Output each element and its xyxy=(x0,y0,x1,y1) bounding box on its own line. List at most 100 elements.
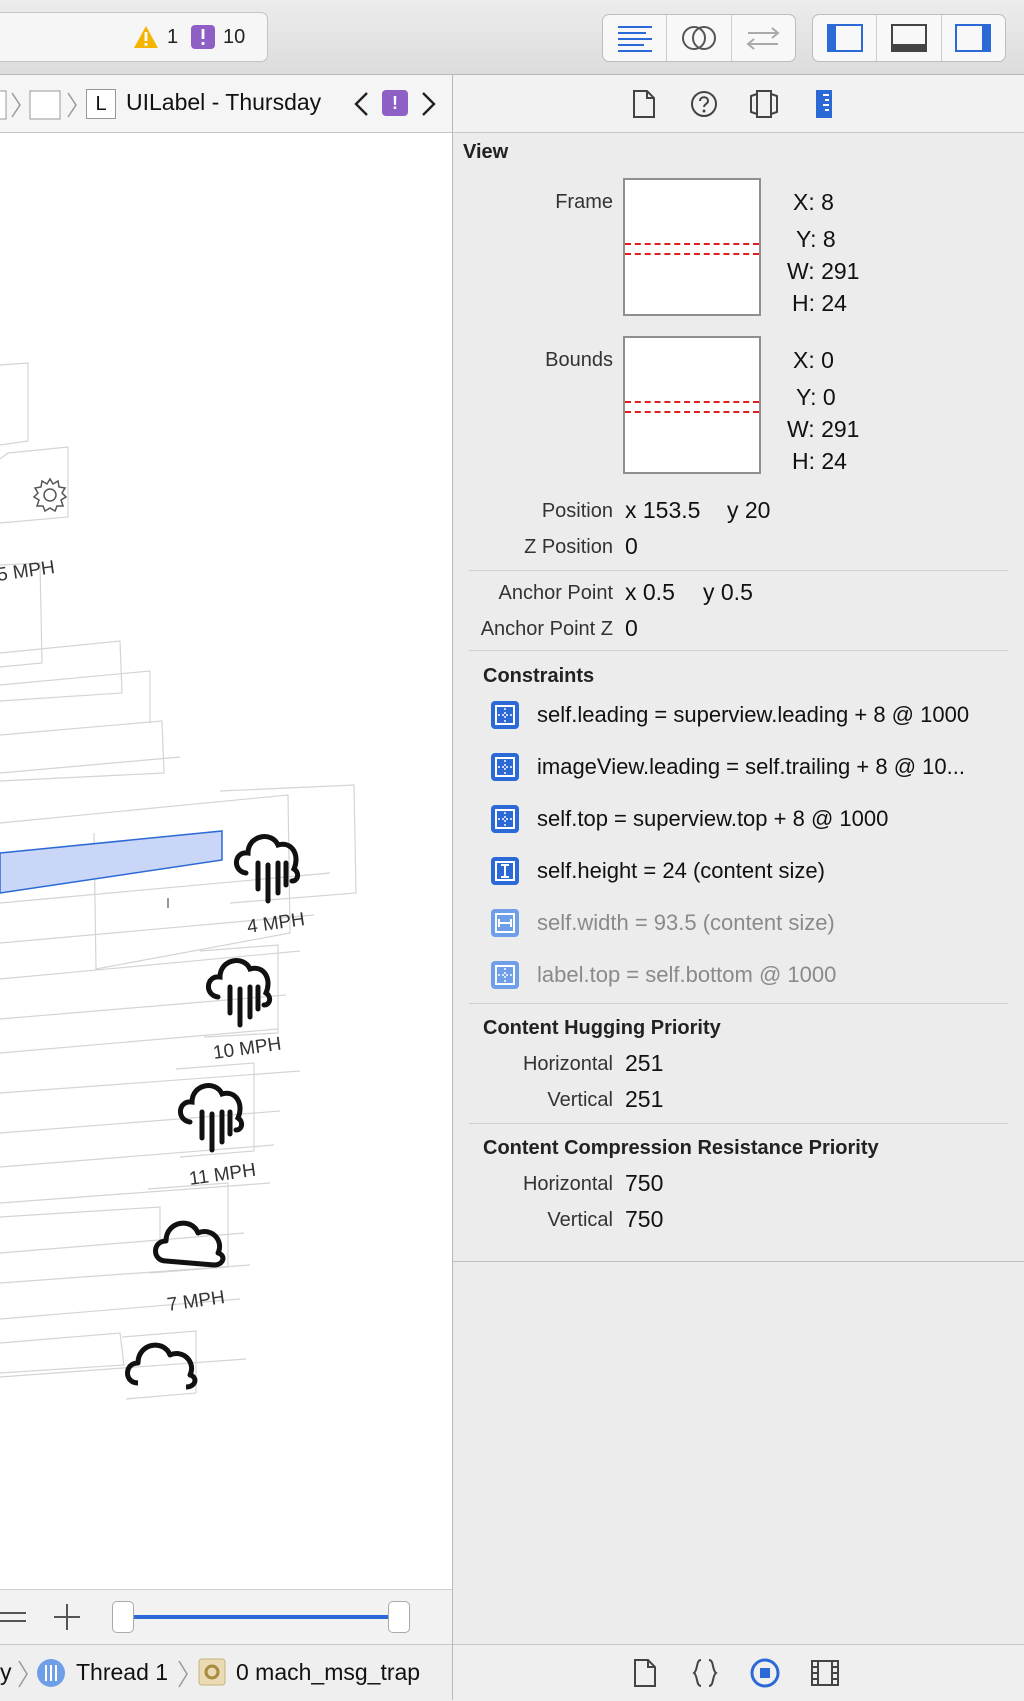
quick-help-tab[interactable] xyxy=(689,89,719,119)
anchor-point-x: x 0.5 xyxy=(625,579,675,605)
editor-mode-group xyxy=(602,14,796,62)
curly-braces-icon xyxy=(692,1659,718,1687)
rain-cloud-icon xyxy=(206,958,273,1028)
debug-bar: y Thread 1 0 mach_msg_trap xyxy=(0,1644,452,1701)
chevron-left-icon[interactable] xyxy=(352,91,372,117)
object-library-circle-icon xyxy=(750,1658,780,1688)
constraint-row[interactable]: self.height = 24 (content size) xyxy=(491,853,825,889)
jump-bar: L UILabel - Thursday ! xyxy=(0,75,452,133)
warning-icon xyxy=(134,26,158,48)
range-slider-max-handle[interactable] xyxy=(388,1601,410,1633)
range-slider-track[interactable] xyxy=(116,1615,406,1619)
chevron-right-icon[interactable] xyxy=(418,91,438,117)
warning-indicator[interactable]: 1 xyxy=(133,25,178,49)
divider xyxy=(469,570,1008,571)
constraints-section-title: Constraints xyxy=(483,665,595,687)
anchor-point-z-value: 0 xyxy=(625,615,638,641)
divider xyxy=(469,1123,1008,1124)
thread-icon xyxy=(37,1659,65,1687)
bounds-label: Bounds xyxy=(545,349,613,371)
position-label: Position xyxy=(541,500,613,522)
constraint-row[interactable]: imageView.leading = self.trailing + 8 @ … xyxy=(491,749,965,785)
compression-horizontal-label: Horizontal xyxy=(522,1173,613,1195)
divider xyxy=(469,650,1008,651)
file-inspector-tab[interactable] xyxy=(629,89,659,119)
object-inspector-tab[interactable] xyxy=(749,89,779,119)
activity-status-bar[interactable]: 1 10 xyxy=(0,12,268,62)
mph-label: 11 MPH xyxy=(188,1160,258,1190)
venn-circles-icon xyxy=(681,26,716,50)
chevron-right-icon xyxy=(178,1660,188,1688)
stack-frame-gear-icon xyxy=(198,1658,226,1686)
code-snippet-library-tab[interactable] xyxy=(689,1657,721,1689)
chevron-right-icon xyxy=(18,1660,28,1688)
constraint-pin-icon xyxy=(491,805,519,833)
constraint-text: self.width = 93.5 (content size) xyxy=(537,910,835,935)
divider xyxy=(469,1003,1008,1004)
warning-count: 1 xyxy=(167,25,179,48)
frame-w: W: 291 xyxy=(787,258,860,284)
file-template-library-tab[interactable] xyxy=(629,1657,661,1689)
range-slider-min-handle[interactable] xyxy=(112,1601,134,1633)
compression-vertical-value: 750 xyxy=(625,1206,664,1232)
frame-y: Y: 8 xyxy=(796,226,836,252)
toggle-navigator-button[interactable] xyxy=(813,15,878,61)
plus-icon[interactable] xyxy=(52,1602,82,1632)
compression-resistance-title: Content Compression Resistance Priority xyxy=(483,1137,879,1159)
size-inspector-tab[interactable] xyxy=(809,89,839,119)
media-library-tab[interactable] xyxy=(809,1657,841,1689)
constraint-text: self.top = superview.top + 8 @ 1000 xyxy=(537,806,889,831)
assistant-editor-button[interactable] xyxy=(667,15,732,61)
constraint-text: label.top = self.bottom @ 1000 xyxy=(537,962,837,987)
panel-divider[interactable] xyxy=(452,75,453,1700)
bottom-panel-icon xyxy=(890,24,927,52)
standard-editor-button[interactable] xyxy=(603,15,668,61)
right-panel-icon xyxy=(955,24,992,52)
constraint-text: imageView.leading = self.trailing + 8 @ … xyxy=(537,754,965,779)
stack-frame-label[interactable]: 0 mach_msg_trap xyxy=(236,1659,421,1685)
view-hierarchy-canvas[interactable]: 5 MPH 4 MPH 10 MPH 11 MPH 7 MPH xyxy=(0,133,452,1589)
breadcrumb-path[interactable] xyxy=(0,89,120,121)
constraint-row[interactable]: self.top = superview.top + 8 @ 1000 xyxy=(491,801,888,837)
object-library-tab[interactable] xyxy=(749,1657,781,1689)
cloud-icon xyxy=(153,1220,226,1268)
hugging-horizontal-value: 251 xyxy=(625,1050,664,1076)
zoom-out-icon[interactable] xyxy=(0,1606,28,1628)
constraint-row[interactable]: label.top = self.bottom @ 1000 xyxy=(491,957,836,993)
issue-navigator-icon[interactable]: ! xyxy=(382,90,408,116)
breadcrumb-title[interactable]: UILabel - Thursday xyxy=(126,89,322,115)
height-constraint-icon xyxy=(491,857,519,885)
size-inspector: View Frame X: 8 Y: 8 W: 291 H: 24 Bounds… xyxy=(453,133,1024,1644)
toggle-debug-area-button[interactable] xyxy=(877,15,942,61)
mph-label: 4 MPH xyxy=(246,909,306,938)
constraint-pin-icon xyxy=(491,701,519,729)
anchor-point-label: Anchor Point xyxy=(498,582,613,604)
left-panel-icon xyxy=(826,24,863,52)
position-y: y 20 xyxy=(727,497,771,523)
version-editor-button[interactable] xyxy=(732,15,795,61)
thread-label[interactable]: Thread 1 xyxy=(76,1659,169,1685)
selected-uilabel[interactable] xyxy=(0,830,223,894)
gear-icon xyxy=(32,477,68,513)
frame-x: X: 8 xyxy=(793,189,834,215)
bounds-diagram xyxy=(623,336,761,474)
issue-indicator[interactable]: 10 xyxy=(191,25,245,49)
uilabel-type-icon: L xyxy=(86,89,116,119)
debug-breadcrumb-prefix[interactable]: y xyxy=(0,1659,12,1685)
divider xyxy=(453,1261,1024,1262)
frame-diagram xyxy=(623,178,761,316)
rain-cloud-icon xyxy=(178,1083,245,1153)
exploded-view-layers[interactable]: 5 MPH 4 MPH 10 MPH 11 MPH 7 MPH xyxy=(0,133,452,1589)
frame-label: Frame xyxy=(555,191,613,213)
constraint-row[interactable]: self.leading = superview.leading + 8 @ 1… xyxy=(491,697,969,733)
canvas-controls xyxy=(0,1589,452,1644)
toggle-utilities-button[interactable] xyxy=(942,15,1005,61)
swap-arrows-icon xyxy=(746,27,780,50)
constraint-row[interactable]: self.width = 93.5 (content size) xyxy=(491,905,835,941)
inspector-tab-bar xyxy=(453,75,1024,133)
cloud-icon xyxy=(125,1342,198,1390)
z-position-value: 0 xyxy=(625,533,638,559)
width-constraint-icon xyxy=(491,909,519,937)
constraint-text: self.leading = superview.leading + 8 @ 1… xyxy=(537,702,970,727)
document-icon xyxy=(634,1659,656,1687)
